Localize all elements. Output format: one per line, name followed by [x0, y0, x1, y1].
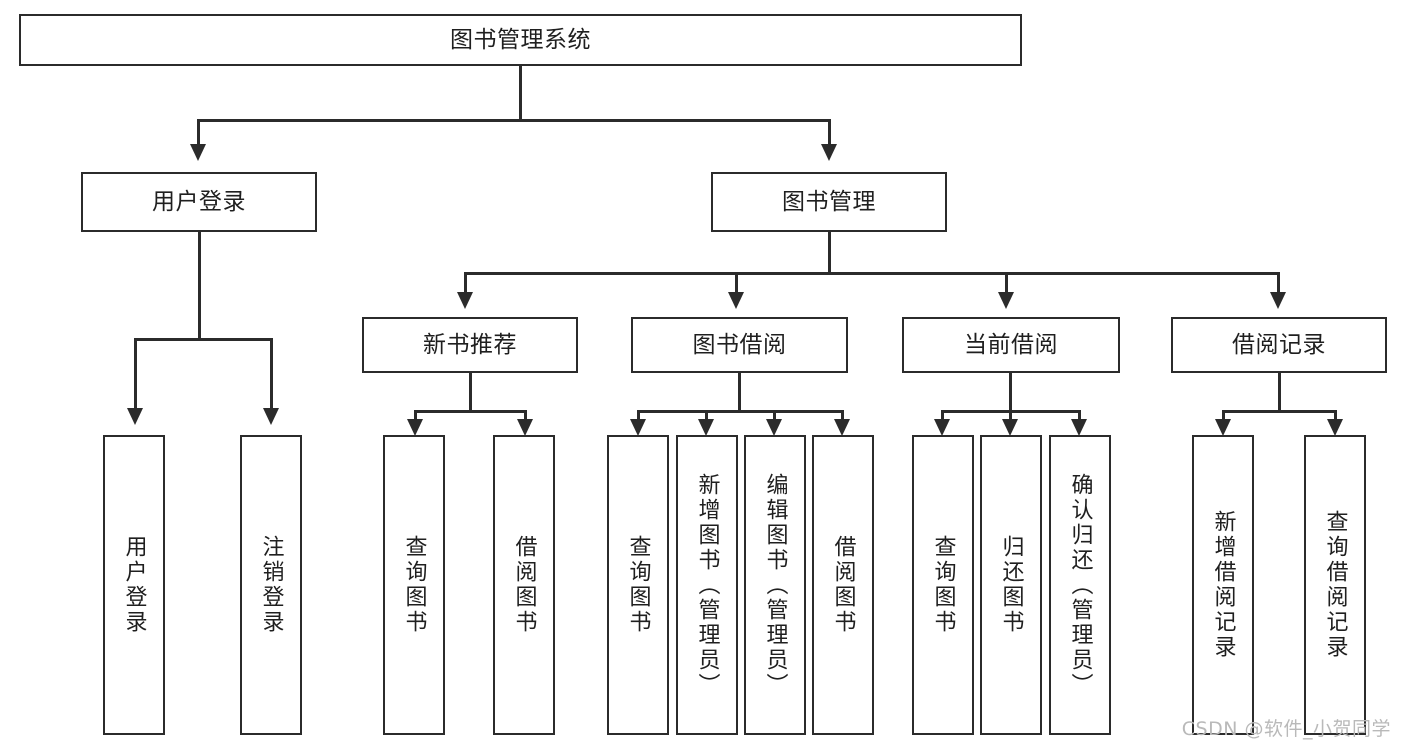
connector-user-login-to-leaf-1	[134, 338, 137, 410]
arrowhead-new-book-leaf-1	[407, 419, 423, 436]
node-new-book-recommend[interactable]: 新书推荐	[362, 317, 578, 373]
connector-new-book-leaf-2	[524, 410, 527, 422]
arrowhead-to-user-login	[190, 144, 206, 161]
node-label: 查询借阅记录	[1322, 510, 1348, 660]
connector-borrow-record-stem	[1278, 373, 1281, 412]
leaf-current-borrow-query-book[interactable]: 查询图书	[912, 435, 974, 735]
node-label: 归还图书	[998, 535, 1024, 635]
arrowhead-borrow-record-leaf-2	[1327, 419, 1343, 436]
node-label: 借阅图书	[511, 535, 537, 635]
node-label: 新书推荐	[423, 331, 517, 358]
arrowhead-user-login-leaf-1	[127, 408, 143, 425]
node-label: 借阅记录	[1232, 331, 1326, 358]
node-root-book-management-system[interactable]: 图书管理系统	[19, 14, 1022, 66]
node-user-login[interactable]: 用户登录	[81, 172, 317, 232]
connector-root-bus	[197, 119, 831, 122]
node-label: 图书借阅	[692, 331, 787, 358]
node-label: 查询图书	[625, 535, 651, 635]
arrowhead-current-borrow-leaf-3	[1071, 419, 1087, 436]
connector-book-management-stem	[828, 232, 831, 274]
connector-level3-bus	[464, 272, 1280, 275]
node-label: 图书管理	[782, 188, 876, 215]
connector-book-borrow-stem	[738, 373, 741, 412]
connector-user-login-stem	[198, 232, 201, 340]
leaf-borrow-record-add-record[interactable]: 新增借阅记录	[1192, 435, 1254, 735]
leaf-new-book-borrow-book[interactable]: 借阅图书	[493, 435, 555, 735]
node-label: 图书管理系统	[450, 26, 591, 53]
arrowhead-current-borrow-leaf-2	[1002, 419, 1018, 436]
arrowhead-new-book-leaf-2	[517, 419, 533, 436]
connector-root-to-book-management	[828, 119, 831, 147]
connector-to-book-borrow	[735, 272, 738, 294]
leaf-book-borrow-query-book[interactable]: 查询图书	[607, 435, 669, 735]
leaf-new-book-query-book[interactable]: 查询图书	[383, 435, 445, 735]
node-label: 新增图书（管理员）	[694, 472, 720, 698]
leaf-book-borrow-borrow-book[interactable]: 借阅图书	[812, 435, 874, 735]
connector-book-borrow-leaf-3	[773, 410, 776, 422]
arrowhead-current-borrow	[998, 292, 1014, 309]
arrowhead-book-borrow-leaf-3	[766, 419, 782, 436]
arrowhead-user-login-leaf-2	[263, 408, 279, 425]
node-label: 查询图书	[401, 535, 427, 635]
connector-current-borrow-leaf-2	[1009, 410, 1012, 422]
connector-book-borrow-leaf-2	[705, 410, 708, 422]
node-book-management[interactable]: 图书管理	[711, 172, 947, 232]
leaf-user-login-login[interactable]: 用户登录	[103, 435, 165, 735]
connector-current-borrow-stem	[1009, 373, 1012, 412]
connector-to-new-book-recommend	[464, 272, 467, 294]
leaf-borrow-record-query-record[interactable]: 查询借阅记录	[1304, 435, 1366, 735]
connector-root-to-user-login	[197, 119, 200, 147]
leaf-book-borrow-edit-book-admin[interactable]: 编辑图书（管理员）	[744, 435, 806, 735]
connector-book-borrow-bus	[637, 410, 843, 413]
leaf-book-borrow-add-book-admin[interactable]: 新增图书（管理员）	[676, 435, 738, 735]
node-current-borrow[interactable]: 当前借阅	[902, 317, 1120, 373]
connector-to-current-borrow	[1005, 272, 1008, 294]
arrowhead-borrow-record-leaf-1	[1215, 419, 1231, 436]
node-label: 用户登录	[121, 535, 147, 635]
connector-borrow-record-leaf-2	[1334, 410, 1337, 422]
connector-current-borrow-leaf-3	[1078, 410, 1081, 422]
node-label: 编辑图书（管理员）	[762, 472, 788, 698]
arrowhead-new-book-recommend	[457, 292, 473, 309]
arrowhead-current-borrow-leaf-1	[934, 419, 950, 436]
connector-root-stem	[519, 66, 522, 120]
arrowhead-book-borrow-leaf-2	[698, 419, 714, 436]
connector-new-book-leaf-1	[414, 410, 417, 422]
connector-book-borrow-leaf-4	[841, 410, 844, 422]
leaf-user-login-logout[interactable]: 注销登录	[240, 435, 302, 735]
connector-borrow-record-leaf-1	[1222, 410, 1225, 422]
connector-book-borrow-leaf-1	[637, 410, 640, 422]
node-book-borrow[interactable]: 图书借阅	[631, 317, 848, 373]
connector-to-borrow-record	[1277, 272, 1280, 294]
node-label: 用户登录	[152, 188, 246, 215]
connector-new-book-stem	[469, 373, 472, 412]
node-label: 新增借阅记录	[1210, 510, 1236, 660]
leaf-current-borrow-return-book[interactable]: 归还图书	[980, 435, 1042, 735]
connector-new-book-bus	[414, 410, 526, 413]
arrowhead-book-borrow-leaf-1	[630, 419, 646, 436]
node-label: 查询图书	[930, 535, 956, 635]
arrowhead-borrow-record	[1270, 292, 1286, 309]
connector-user-login-bus	[134, 338, 272, 341]
connector-current-borrow-leaf-1	[941, 410, 944, 422]
node-label: 确认归还（管理员）	[1067, 472, 1093, 698]
connector-borrow-record-bus	[1222, 410, 1336, 413]
arrowhead-book-borrow	[728, 292, 744, 309]
arrowhead-book-borrow-leaf-4	[834, 419, 850, 436]
node-borrow-record[interactable]: 借阅记录	[1171, 317, 1387, 373]
node-label: 当前借阅	[964, 331, 1058, 358]
connector-user-login-to-leaf-2	[270, 338, 273, 410]
node-label: 注销登录	[258, 535, 284, 635]
arrowhead-to-book-management	[821, 144, 837, 161]
leaf-current-borrow-confirm-return-admin[interactable]: 确认归还（管理员）	[1049, 435, 1111, 735]
node-label: 借阅图书	[830, 535, 856, 635]
